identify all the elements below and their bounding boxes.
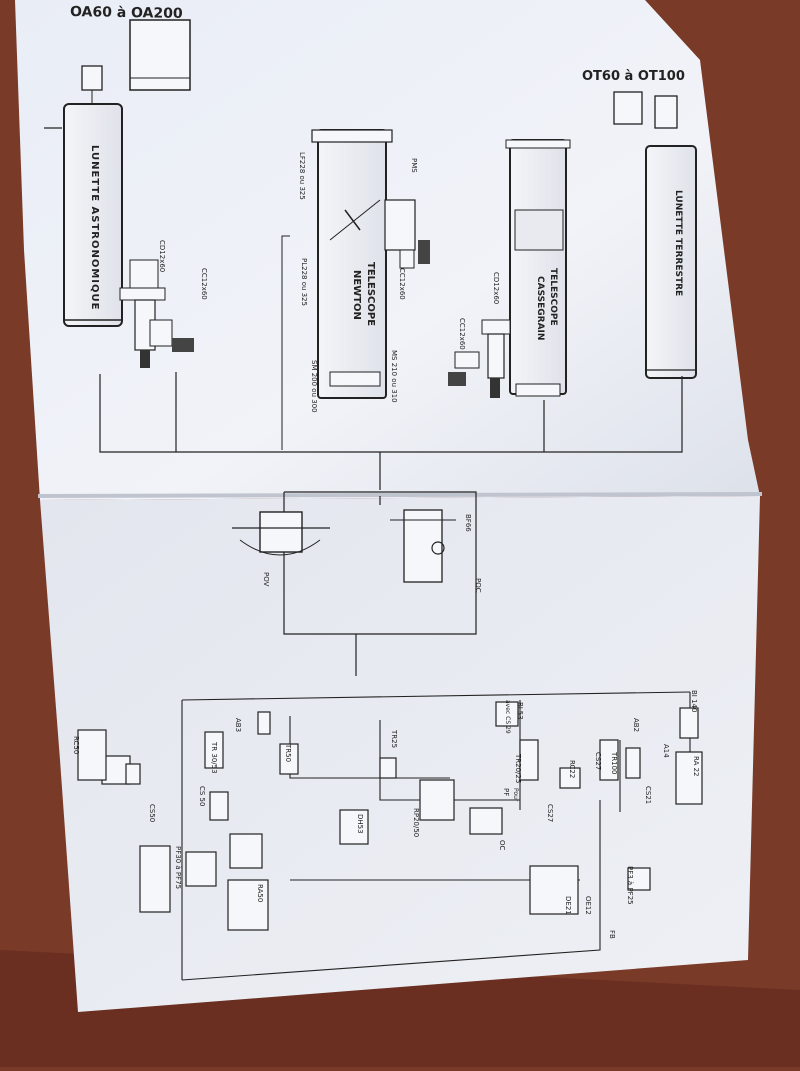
tube-label-astro: LUNETTE ASTRONOMIQUE <box>89 145 100 310</box>
label-a14: A14 <box>662 744 670 758</box>
lf-label: LF228 ou 325 <box>298 152 306 200</box>
ms-label: MS 210 ou 310 <box>390 350 398 403</box>
tube-label-cass-2: CASSEGRAIN <box>535 276 545 340</box>
label-ab2: AB2 <box>632 718 640 732</box>
top-flow-lines <box>99 372 683 490</box>
lunette-astronomique: LUNETTE ASTRONOMIQUE <box>44 90 123 327</box>
label-tr100: TR100 <box>610 751 618 775</box>
bf-label: BF66 <box>464 514 472 532</box>
label-cs50: CS 50 <box>198 786 206 806</box>
poc-label: POC <box>474 578 482 593</box>
label-de21: DE21 <box>564 896 572 915</box>
label-cs29: avec CS 29 <box>504 700 511 734</box>
label-pf30: PF30 à PF75 <box>174 846 182 889</box>
label-cs21: CS21 <box>644 786 652 804</box>
label-cs27b: CS27 <box>546 804 554 822</box>
label-ab3: AB3 <box>234 718 242 732</box>
label-bi140: BI 140 <box>690 690 698 712</box>
cd-astro-label: CD12x60 <box>158 240 166 272</box>
label-pf3: PF3 à PF25 <box>626 866 634 905</box>
label-oc: OC <box>498 840 506 851</box>
pm-label: PMS <box>410 158 418 173</box>
label-rc50: RC50 <box>72 736 80 754</box>
pl-label: PL228 ou 325 <box>300 258 308 306</box>
series-right-label: OT60 à OT100 <box>582 69 685 84</box>
page-fold <box>37 492 763 498</box>
label-rp2050: RP20/50 <box>412 808 420 837</box>
series-left-label: OA60 à OA200 <box>70 4 183 22</box>
middle-mount: BF66 POV POC <box>232 491 482 676</box>
bottom-labels: BI 140 RA 22 A14 AB2 TR100 CS21 BL53 ave… <box>72 690 700 939</box>
label-tr3053: TR 30/53 <box>210 741 218 774</box>
cc-newton-label: CC12x60 <box>398 268 406 300</box>
cd-cass-label: CD12x60 <box>492 272 500 304</box>
astro-accessories: CD12x60 CC12x60 <box>119 240 208 368</box>
label-bl53: BL53 <box>516 702 524 720</box>
lunette-terrestre: LUNETTE TERRESTRE <box>613 91 697 379</box>
telescope-cassegrain: TELESCOPE CASSEGRAIN CD12x60 CC12x60 <box>448 139 571 398</box>
label-cs50b: CS50 <box>148 804 156 822</box>
label-tr25: TR25 <box>390 729 398 748</box>
label-pour: Pour <box>512 788 519 802</box>
tube-label-newton-2: NEWTON <box>351 270 362 320</box>
sm-label: SM 200 ou 300 <box>310 360 318 413</box>
bottom-flow-lines <box>181 691 691 981</box>
cc-astro-label: CC12x60 <box>200 268 208 300</box>
pov-label: POV <box>262 572 270 587</box>
label-tr50: TR50 <box>284 743 292 762</box>
telescope-newton: TELESCOPE NEWTON LF228 ou 325 PMS PL228 … <box>281 129 430 450</box>
label-ra50: RA50 <box>256 884 264 902</box>
oa-box <box>129 19 191 91</box>
label-pf: PF <box>502 788 510 796</box>
label-dh53: DH53 <box>356 814 364 834</box>
tube-label-newton-1: TELESCOPE <box>365 262 376 326</box>
cc-cass-label: CC12x60 <box>458 318 466 350</box>
page-bottom <box>40 496 760 1012</box>
label-ra22: RA 22 <box>692 756 700 777</box>
label-rc22: RC22 <box>568 760 576 778</box>
oa-eyepiece <box>81 65 103 91</box>
label-cs27: CS27 <box>594 752 602 770</box>
bottom-accessories <box>77 701 703 931</box>
label-tr2025: TR20/25 <box>514 753 522 783</box>
label-fb: FB <box>608 930 616 939</box>
tube-label-terrestre: LUNETTE TERRESTRE <box>673 190 683 296</box>
label-oe12: OE12 <box>584 896 592 915</box>
tube-label-cass-1: TELESCOPE <box>548 268 558 326</box>
